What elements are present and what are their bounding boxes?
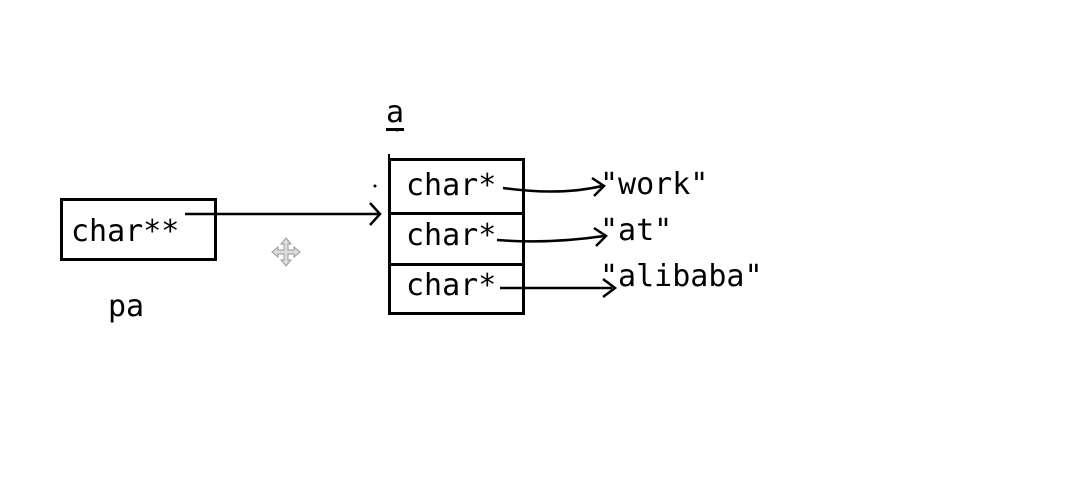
string-literal-1: "at" <box>600 213 673 248</box>
pointer-box-pa: char** <box>60 198 217 261</box>
array-box-a: char* char* char* <box>388 158 525 315</box>
array-name-label: a <box>386 95 405 130</box>
move-cursor-icon <box>271 237 301 267</box>
pointer-name-label: pa <box>108 289 145 324</box>
dot-mark <box>373 184 377 188</box>
array-cell-2: char* <box>391 263 522 312</box>
pointer-type-label: char** <box>71 214 180 249</box>
array-cell-0: char* <box>391 161 522 212</box>
array-cell-type-label: char* <box>406 218 497 253</box>
array-cell-type-label: char* <box>406 268 497 303</box>
array-cell-1: char* <box>391 212 522 263</box>
string-literal-2: "alibaba" <box>600 259 763 294</box>
array-cell-type-label: char* <box>406 168 497 203</box>
string-literal-0: "work" <box>600 167 709 202</box>
